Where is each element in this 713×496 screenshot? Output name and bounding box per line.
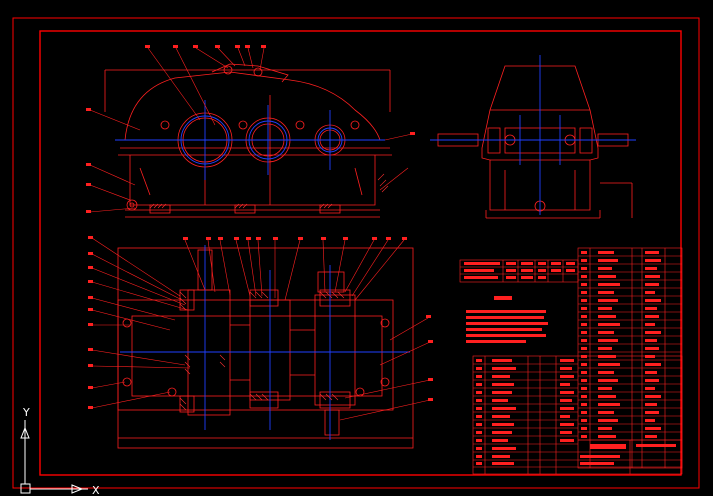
front-view-leaders bbox=[89, 47, 413, 213]
ucs-x-label: X bbox=[92, 484, 100, 496]
ucs-axis-icon bbox=[20, 420, 88, 494]
spec-table bbox=[459, 259, 579, 283]
title-block-fill bbox=[476, 359, 676, 465]
front-elevation-centerlines bbox=[115, 100, 385, 180]
plan-view bbox=[117, 247, 414, 449]
plan-view-leaders bbox=[91, 237, 431, 421]
plan-view-hatching bbox=[179, 291, 345, 411]
technical-notes bbox=[466, 296, 548, 343]
plan-view-centerlines bbox=[120, 245, 410, 440]
side-view-centerlines bbox=[430, 55, 636, 215]
front-elevation-view bbox=[104, 63, 392, 218]
parts-list-fill bbox=[581, 251, 661, 438]
front-view-balloons bbox=[86, 45, 415, 213]
ucs-y-label: Y bbox=[22, 406, 30, 419]
parts-list bbox=[577, 247, 683, 469]
drawing-border bbox=[12, 17, 700, 489]
side-elevation-view bbox=[437, 65, 633, 219]
title-block bbox=[472, 355, 683, 475]
plan-view-balloons bbox=[88, 236, 433, 409]
spec-table-fill bbox=[464, 262, 575, 279]
front-elevation-hatching bbox=[149, 173, 389, 209]
